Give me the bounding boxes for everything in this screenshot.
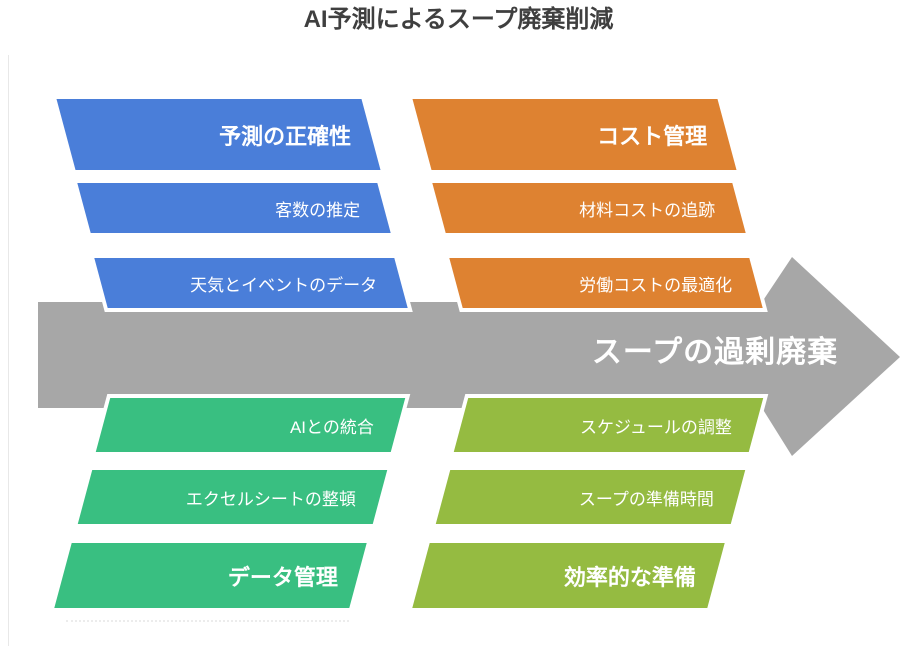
shape-forecast-item-2-label: 天気とイベントのデータ	[190, 275, 377, 295]
shape-forecast-item-1-label: 客数の推定	[275, 200, 360, 220]
shape-data-item-2: エクセルシートの整頓	[77, 470, 388, 524]
shape-data-item-1: AIとの統合	[95, 398, 406, 452]
shape-data-item-1-label: AIとの統合	[290, 417, 374, 437]
arrow-label: スープの過剰廃棄	[591, 336, 839, 369]
panel-edge-line	[8, 55, 9, 646]
shape-prep-item-1-label: スケジュールの調整	[580, 417, 732, 437]
shape-forecast-item-2: 天気とイベントのデータ	[94, 258, 408, 308]
shape-forecast-item-1: 客数の推定	[77, 183, 391, 233]
shape-data-header-label: データ管理	[227, 564, 338, 590]
shape-cost-item-1-label: 材料コストの追跡	[579, 200, 715, 220]
shape-prep-header-label: 効率的な準備	[563, 564, 696, 590]
shape-cost-item-2: 労働コストの最適化	[449, 258, 763, 308]
shape-prep-item-1: スケジュールの調整	[453, 398, 764, 452]
diagram-title: AI予測によるスープ廃棄削減	[303, 6, 614, 33]
shape-forecast-header: 予測の正確性	[56, 99, 381, 170]
shape-forecast-header-label: 予測の正確性	[218, 123, 351, 149]
shape-cost-header-label: コスト管理	[596, 123, 707, 149]
shape-prep-header: 効率的な準備	[412, 543, 725, 608]
shape-cost-header: コスト管理	[412, 99, 737, 170]
shape-data-header: データ管理	[54, 543, 367, 608]
shape-data-item-2-label: エクセルシートの整頓	[186, 489, 356, 509]
shape-cost-item-1: 材料コストの追跡	[432, 183, 746, 233]
placeholder-dotted-line	[66, 620, 349, 622]
shape-cost-item-2-label: 労働コストの最適化	[579, 275, 732, 295]
shape-prep-item-2: スープの準備時間	[435, 470, 746, 524]
shape-prep-item-2-label: スープの準備時間	[579, 489, 714, 509]
